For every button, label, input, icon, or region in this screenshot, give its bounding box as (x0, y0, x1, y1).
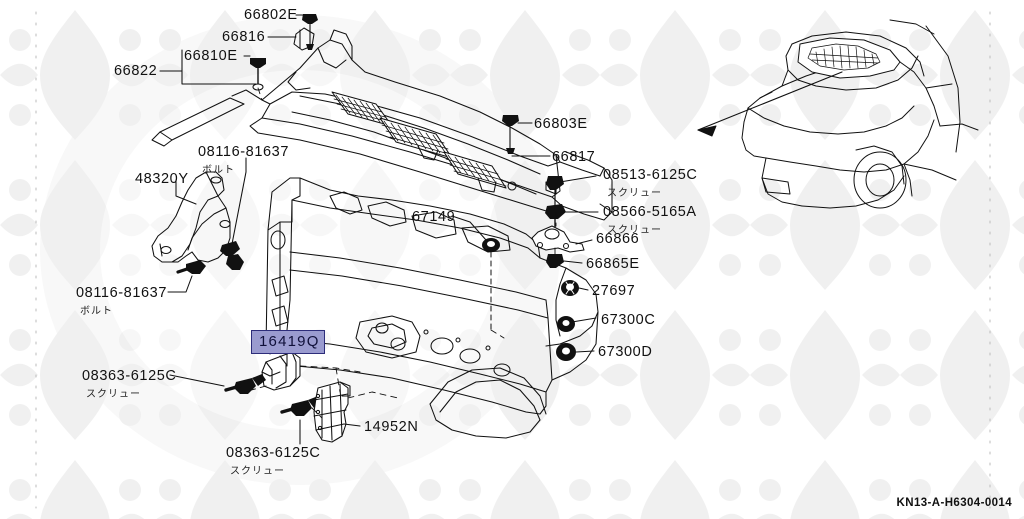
fastener-08363-left (224, 374, 266, 394)
label-66865E: 66865E (586, 256, 640, 272)
cowl-vent-mesh-2 (379, 117, 453, 159)
page-guide-dots (35, 11, 991, 509)
drawing-code: KN13-A-H6304-0014 (896, 497, 1012, 509)
label-48320Y: 48320Y (135, 171, 189, 187)
label-08566-5165A: 08566-5165A (603, 204, 697, 220)
label-08363-6125C-left: 08363-6125C (82, 368, 177, 384)
label-08116-81637-upper: 08116-81637 (198, 144, 289, 160)
cowl-vent-mesh-3 (443, 151, 507, 189)
label-66802E: 66802E (244, 7, 298, 23)
label-66803E: 66803E (534, 116, 588, 132)
label-08116-lower-note: ボルト (80, 306, 113, 317)
selected-part-label[interactable]: 16419Q (251, 330, 325, 354)
label-66866: 66866 (596, 231, 640, 247)
label-08116-81637-lower: 08116-81637 (76, 285, 167, 301)
fastener-66803E (502, 115, 519, 154)
label-67300C: 67300C (601, 312, 656, 328)
part-66866-bracket (531, 225, 585, 253)
label-66822: 66822 (114, 63, 158, 79)
leader-lines (159, 14, 599, 445)
label-08363-right-note: スクリュー (230, 466, 285, 477)
assembly-dashed-lines (243, 87, 557, 419)
grommet-67300C (557, 316, 575, 332)
label-27697: 27697 (592, 283, 636, 299)
grommet-67149 (482, 238, 500, 331)
grommet-67300D (556, 343, 576, 361)
label-08116-upper-note: ボルト (202, 165, 235, 176)
fastener-66802E (302, 14, 318, 50)
grommet-27697 (561, 280, 579, 296)
label-66816: 66816 (222, 29, 266, 45)
label-14952N: 14952N (364, 419, 419, 435)
cowl-top-grille-assembly (249, 29, 613, 221)
label-08363-left-note: スクリュー (86, 389, 141, 400)
label-67149: 67149 (412, 209, 456, 225)
inset-vehicle-illustration (697, 19, 979, 209)
label-08566-note: スクリュー (607, 225, 662, 236)
label-08513-note: スクリュー (607, 188, 662, 199)
fastener-66865E (546, 254, 564, 268)
fastener-66810E (250, 58, 266, 91)
label-66817: 66817 (552, 149, 596, 165)
part-14952N-bracket (313, 381, 351, 443)
cowl-seal-bar (151, 89, 263, 147)
label-08363-6125C-right: 08363-6125C (226, 445, 321, 461)
fastener-08116-upper (220, 241, 244, 270)
part-16419Q (261, 351, 301, 391)
label-08513-6125C: 08513-6125C (603, 167, 698, 183)
label-66810E: 66810E (184, 48, 238, 64)
label-67300D: 67300D (598, 344, 653, 360)
fastener-08116-lower (176, 260, 206, 274)
dash-panel-main (265, 177, 599, 439)
part-48320Y-bracket (151, 171, 231, 263)
